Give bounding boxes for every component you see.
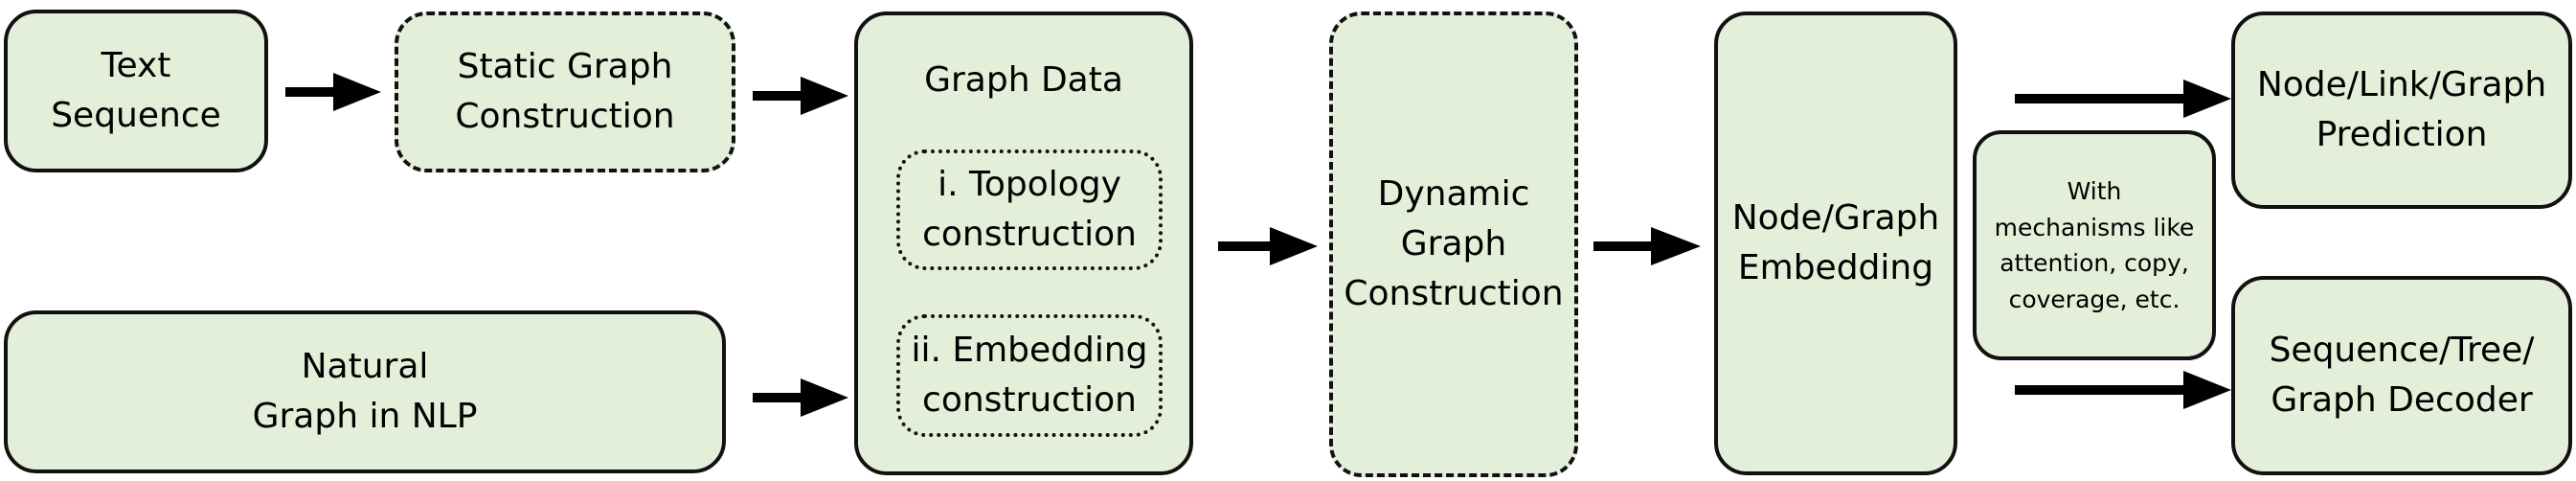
arrow-natural-to-graphdata <box>753 378 848 417</box>
node-graph-embedding-label: Node/Graph Embedding <box>1731 197 1940 287</box>
decoder-label: Sequence/Tree/ Graph Decoder <box>2269 330 2535 420</box>
dynamic-graph-construction-label: Dynamic Graph Construction <box>1344 173 1564 314</box>
node-graph-embedding-box: Node/Graph Embedding <box>1714 11 1957 475</box>
topology-construction-label: i. Topology construction <box>922 164 1137 254</box>
arrow-graphdata-to-dynamic <box>1218 227 1318 265</box>
embedding-construction-box: ii. Embedding construction <box>896 314 1163 437</box>
text-sequence-box: Text Sequence <box>4 10 268 172</box>
prediction-box: Node/Link/Graph Prediction <box>2231 11 2572 209</box>
arrow-static-to-graphdata <box>753 77 848 115</box>
natural-graph-label: Natural Graph in NLP <box>252 346 478 436</box>
dynamic-graph-construction-box: Dynamic Graph Construction <box>1329 11 1578 477</box>
arrow-embedding-to-prediction <box>2015 80 2231 118</box>
graph-data-title: Graph Data <box>924 60 1123 100</box>
arrow-embedding-to-decoder <box>2015 371 2231 409</box>
prediction-label: Node/Link/Graph Prediction <box>2256 64 2547 154</box>
static-graph-construction-box: Static Graph Construction <box>395 11 735 172</box>
natural-graph-box: Natural Graph in NLP <box>4 310 726 473</box>
static-graph-construction-label: Static Graph Construction <box>455 46 675 136</box>
topology-construction-box: i. Topology construction <box>896 149 1163 270</box>
embedding-construction-label: ii. Embedding construction <box>911 330 1148 420</box>
decoder-box: Sequence/Tree/ Graph Decoder <box>2231 276 2572 475</box>
mechanisms-note-label: With mechanisms like attention, copy, co… <box>1994 177 2195 313</box>
mechanisms-note-box: With mechanisms like attention, copy, co… <box>1973 130 2216 360</box>
text-sequence-label: Text Sequence <box>51 45 221 135</box>
arrow-text-to-static <box>285 73 381 111</box>
arrow-dynamic-to-embedding <box>1593 227 1701 265</box>
